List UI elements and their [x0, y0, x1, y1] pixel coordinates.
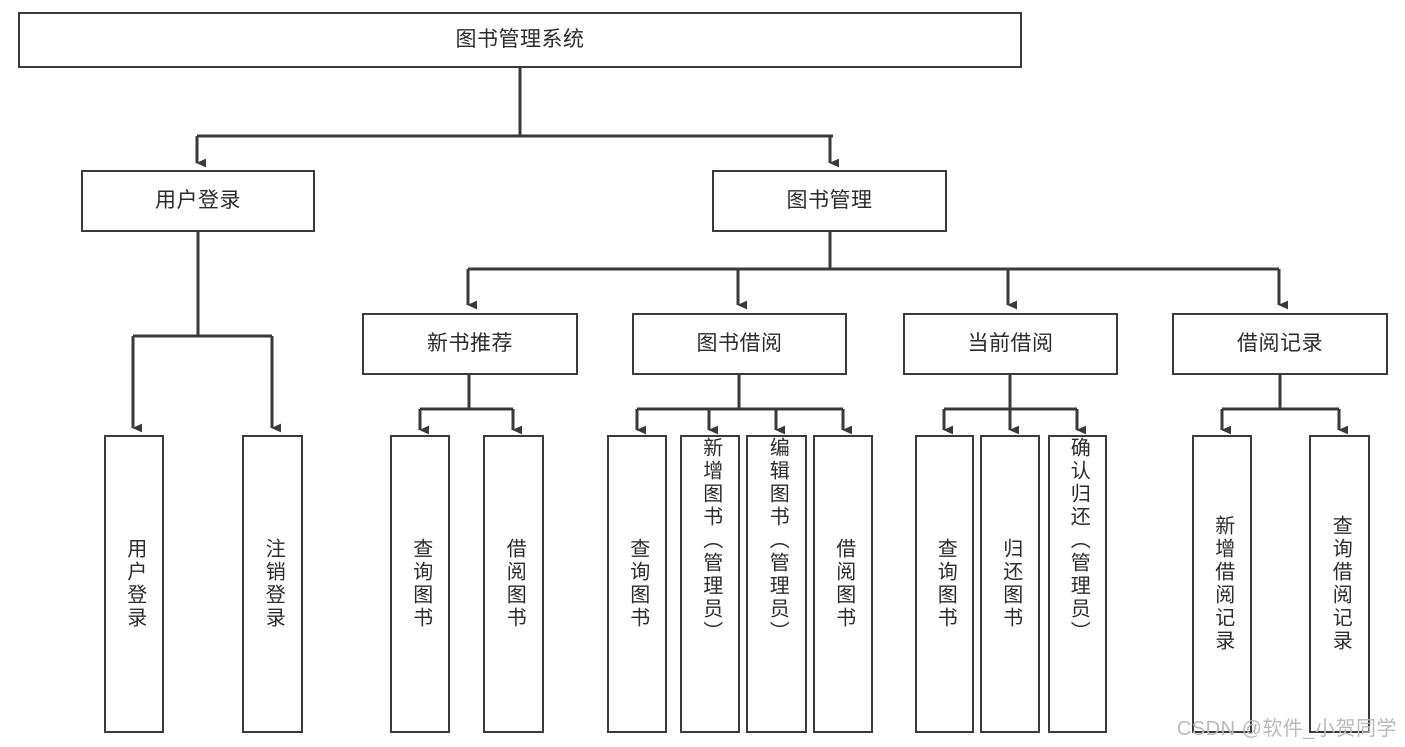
- node-leaf-user-login[interactable]: 用户登录: [104, 435, 164, 733]
- node-book-management[interactable]: 图书管理: [712, 170, 947, 232]
- node-book-management-label: 图书管理: [786, 188, 873, 212]
- node-leaf-edit-book-admin[interactable]: 编辑图书（管理员）: [746, 435, 807, 733]
- node-current-borrow-label: 当前借阅: [967, 331, 1054, 355]
- node-leaf-return-book-label: 归还图书: [999, 538, 1022, 630]
- node-root-book-management-system[interactable]: 图书管理系统: [18, 12, 1022, 68]
- node-leaf-borrow-book-nbr-label: 借阅图书: [503, 538, 526, 630]
- node-leaf-query-book-bb[interactable]: 查询图书: [607, 435, 667, 733]
- node-book-borrow[interactable]: 图书借阅: [632, 313, 847, 375]
- node-user-login-label: 用户登录: [155, 188, 241, 212]
- node-leaf-borrow-book-bb[interactable]: 借阅图书: [813, 435, 873, 733]
- node-leaf-return-book[interactable]: 归还图书: [980, 435, 1040, 733]
- node-root-label: 图书管理系统: [455, 27, 585, 51]
- node-leaf-query-borrow-record-label: 查询借阅记录: [1329, 515, 1352, 653]
- node-borrow-record-label: 借阅记录: [1237, 331, 1323, 355]
- node-leaf-add-borrow-record[interactable]: 新增借阅记录: [1192, 435, 1252, 733]
- node-leaf-borrow-book-bb-label: 借阅图书: [832, 538, 855, 630]
- node-user-login[interactable]: 用户登录: [81, 170, 315, 232]
- node-leaf-logout-label: 注销登录: [262, 538, 285, 630]
- node-leaf-confirm-return-admin-label: 确认归还（管理员）: [1067, 437, 1090, 644]
- node-leaf-query-book-cb[interactable]: 查询图书: [915, 435, 974, 733]
- node-leaf-add-book-admin[interactable]: 新增图书（管理员）: [680, 435, 740, 733]
- node-leaf-user-login-label: 用户登录: [123, 538, 146, 630]
- node-leaf-confirm-return-admin[interactable]: 确认归还（管理员）: [1048, 435, 1107, 733]
- node-leaf-logout[interactable]: 注销登录: [242, 435, 303, 733]
- node-leaf-query-book-bb-label: 查询图书: [626, 538, 649, 630]
- node-leaf-query-borrow-record[interactable]: 查询借阅记录: [1309, 435, 1370, 733]
- node-leaf-edit-book-admin-label: 编辑图书（管理员）: [766, 437, 789, 644]
- node-new-book-recommend[interactable]: 新书推荐: [362, 313, 578, 375]
- node-borrow-record[interactable]: 借阅记录: [1172, 313, 1388, 375]
- node-leaf-query-book-nbr-label: 查询图书: [409, 538, 432, 630]
- node-new-book-recommend-label: 新书推荐: [427, 331, 513, 355]
- node-leaf-query-book-nbr[interactable]: 查询图书: [390, 435, 450, 733]
- node-current-borrow[interactable]: 当前借阅: [903, 313, 1118, 375]
- node-book-borrow-label: 图书借阅: [696, 331, 783, 355]
- node-leaf-borrow-book-nbr[interactable]: 借阅图书: [483, 435, 544, 733]
- node-leaf-add-borrow-record-label: 新增借阅记录: [1211, 515, 1234, 653]
- node-leaf-query-book-cb-label: 查询图书: [934, 538, 957, 630]
- node-leaf-add-book-admin-label: 新增图书（管理员）: [699, 437, 722, 644]
